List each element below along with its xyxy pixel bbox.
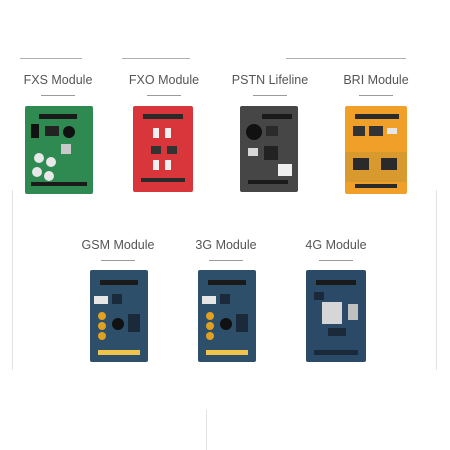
module-card-4g[interactable]: 4G Module [291,237,381,261]
pstn-lifeline-board-image[interactable] [240,106,298,192]
bottom-divider [206,410,207,450]
module-title: PSTN Lifeline [231,73,309,87]
title-underline [41,95,75,96]
top-divider-right [286,58,406,59]
module-title: GSM Module [81,238,155,252]
side-divider-left [12,190,13,370]
top-divider-mid [122,58,190,59]
title-underline [359,95,393,96]
module-card-pstn[interactable]: PSTN Lifeline [225,72,315,96]
bri-module-board-image[interactable] [345,106,407,194]
side-divider-right [436,190,437,370]
fxo-module-board-image[interactable] [133,106,193,192]
3g-module-board-image[interactable] [198,270,256,362]
module-title: FXS Module [23,73,93,87]
title-underline [147,95,181,96]
title-underline [101,260,135,261]
4g-module-board-image[interactable] [306,270,366,362]
module-card-gsm[interactable]: GSM Module [73,237,163,261]
module-title: 4G Module [305,238,367,252]
module-title: BRI Module [343,73,409,87]
top-divider-left [20,58,82,59]
title-underline [319,260,353,261]
module-card-3g[interactable]: 3G Module [181,237,271,261]
module-card-fxs[interactable]: FXS Module [13,72,103,96]
title-underline [209,260,243,261]
module-card-fxo[interactable]: FXO Module [119,72,209,96]
module-card-bri[interactable]: BRI Module [331,72,421,96]
gsm-module-board-image[interactable] [90,270,148,362]
title-underline [253,95,287,96]
module-title: FXO Module [128,73,200,87]
fxs-module-board-image[interactable] [25,106,93,194]
module-title: 3G Module [195,238,257,252]
